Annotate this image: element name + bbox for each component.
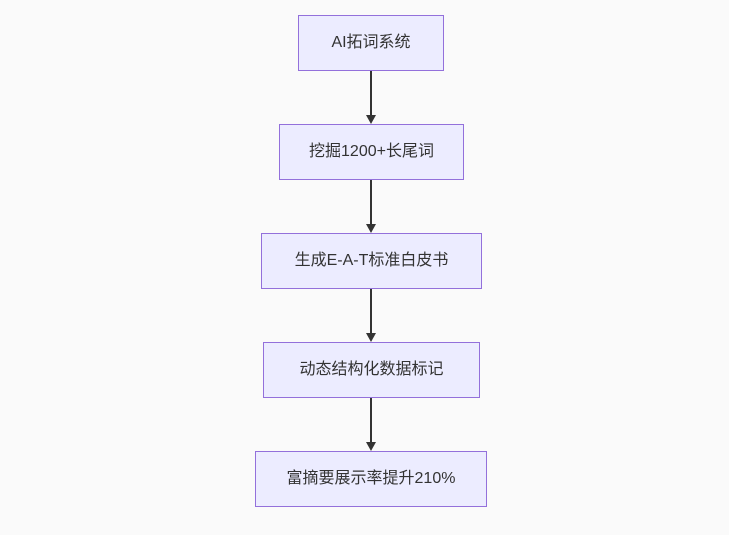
arrow-connector-3 (365, 289, 377, 342)
arrow-head-icon (366, 115, 376, 124)
arrow-line (370, 71, 372, 115)
arrow-head-icon (366, 333, 376, 342)
flow-node-rich-snippet-result: 富摘要展示率提升210% (255, 451, 487, 507)
arrow-line (370, 398, 372, 442)
node-label: AI拓词系统 (331, 34, 411, 51)
flow-node-structured-data-markup: 动态结构化数据标记 (263, 342, 480, 398)
arrow-connector-2 (365, 180, 377, 233)
node-label: 富摘要展示率提升210% (286, 470, 456, 487)
arrow-connector-1 (365, 71, 377, 124)
arrow-connector-4 (365, 398, 377, 451)
arrow-line (370, 180, 372, 224)
node-label: 生成E-A-T标准白皮书 (294, 252, 449, 269)
flow-node-eat-whitepaper: 生成E-A-T标准白皮书 (261, 233, 482, 289)
flow-node-longtail-mining: 挖掘1200+长尾词 (279, 124, 464, 180)
arrow-line (370, 289, 372, 333)
node-label: 动态结构化数据标记 (299, 361, 444, 378)
node-label: 挖掘1200+长尾词 (309, 143, 434, 160)
flow-node-ai-keyword-system: AI拓词系统 (298, 15, 444, 71)
arrow-head-icon (366, 224, 376, 233)
arrow-head-icon (366, 442, 376, 451)
